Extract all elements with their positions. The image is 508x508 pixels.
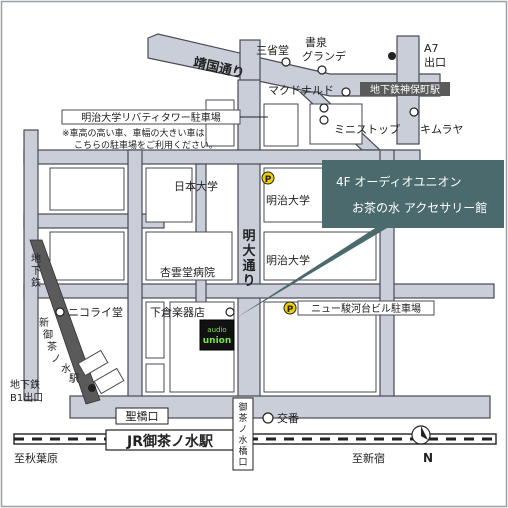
ochanomizubashi-label: 御 茶 ノ 水 橋 口 [238,401,247,468]
new-surugadai-box [297,300,435,316]
road-h3 [23,283,495,299]
parking-note-1: ※車高の高い車、車幅の大きい車は [62,127,205,139]
meiji-univ-label-1: 明治大学 [266,193,310,207]
a7-exit-marker [388,52,396,60]
svg-text:鉄: 鉄 [31,276,41,289]
kimuraya-label: キムラヤ [420,123,463,136]
mcdonalds-label: マクドナルド [268,84,334,97]
b1-label-1: 地下鉄 [10,378,40,391]
hijiribashi-label: 聖橋口 [126,409,159,423]
block [49,167,125,211]
svg-text:P: P [287,305,294,315]
hijiribashi-box [115,407,169,425]
to-shinjuku-label: 至新宿 [352,451,385,465]
shimokura-marker [225,307,235,317]
parking-icon: P [283,301,297,315]
ministop-marker-1 [319,103,329,113]
meidai-char: 通 [242,258,255,274]
ochanomizubashi-box [232,397,254,471]
liberty-parking-label: 明治大学リバティタワー駐車場 [81,111,220,124]
sanseido-label: 三省堂 [256,44,289,57]
meidai-char: 大 [242,243,255,259]
nikolai-label: ニコライ堂 [68,306,123,319]
svg-text:茶: 茶 [238,412,247,424]
block [145,231,233,281]
road-left [23,129,39,401]
block [145,167,193,223]
svg-text:P: P [265,175,272,185]
to-akihabara-label: 至秋葉原 [14,451,58,465]
meidai-char: り [242,274,255,289]
jimbocho-station-label: 地下鉄神保町駅 [370,83,440,96]
shosen-label-1: 書泉 [305,35,327,49]
shosen-marker [317,65,327,75]
jr-station-label: JR御茶ノ水駅 [126,433,214,450]
mcdonalds-marker [341,87,351,97]
svg-text:水: 水 [238,434,247,446]
station-road [69,395,491,419]
svg-text:地: 地 [31,252,41,265]
a7-label-1: A7 [424,42,439,55]
svg-text:ノ: ノ [238,425,247,435]
block [263,301,377,393]
svg-text:茶: 茶 [47,340,57,353]
kimuraya-marker [409,107,419,117]
block [309,103,363,145]
koban-label: 交番 [277,411,299,425]
nihon-univ-label: 日本大学 [174,179,218,193]
svg-text:ノ: ノ [51,354,61,365]
block [145,363,165,393]
block [263,103,299,147]
svg-text:御: 御 [238,401,247,413]
kyounjido-label: 杏雲堂病院 [160,265,215,279]
svg-text:駅: 駅 [69,373,79,385]
store-logo-line2: union [203,336,232,346]
ministop-marker-2 [319,115,329,125]
nikolai-marker [55,307,65,317]
callout-line2: お茶の水 アクセサリー館 [352,200,487,215]
shimokura-label: 下倉楽器店 [150,305,205,319]
svg-text:御: 御 [43,328,53,341]
road-v2 [127,149,143,401]
store-logo-line1: audio [207,326,226,334]
svg-text:口: 口 [238,458,247,468]
meidai-char: 明 [242,229,255,244]
meidai-label: 明 大 通 り [242,229,255,289]
koban-marker [262,412,274,424]
north-label: N [423,451,433,465]
callout-box [322,160,504,228]
b1-exit-marker [88,384,96,392]
new-surugadai-label: ニュー駿河台ビル駐車場 [311,302,421,315]
a7-label-2: 出口 [424,55,446,69]
chikatetsu-label: 地 下 鉄 [31,252,41,289]
callout-pointer [236,212,414,318]
svg-text:下: 下 [31,266,41,277]
ministop-label: ミニストップ [334,123,400,136]
svg-text:水: 水 [61,363,71,375]
parking-icon: P [261,171,275,185]
block [145,301,165,359]
callout-line1: 4F オーディオユニオン [336,174,462,189]
north-arrow-icon: N [411,425,433,465]
station-buildings [77,349,125,395]
shosen-label-2: グランデ [302,49,346,63]
parking-note-2: こちらの駐車場をご利用ください。 [74,139,218,151]
meiji-univ-label-2: 明治大学 [266,253,310,267]
svg-text:新: 新 [39,316,49,329]
b1-label-2: B1出口 [10,391,43,404]
block [49,231,125,281]
shin-ochanomizu-label: 新 御 茶 ノ 水 駅 [39,316,79,385]
audio-union-store: audio union [199,319,235,351]
svg-text:橋: 橋 [238,445,247,457]
road-h2 [23,213,165,229]
jimbocho-station-box [360,82,450,96]
sanseido-marker [281,57,291,67]
